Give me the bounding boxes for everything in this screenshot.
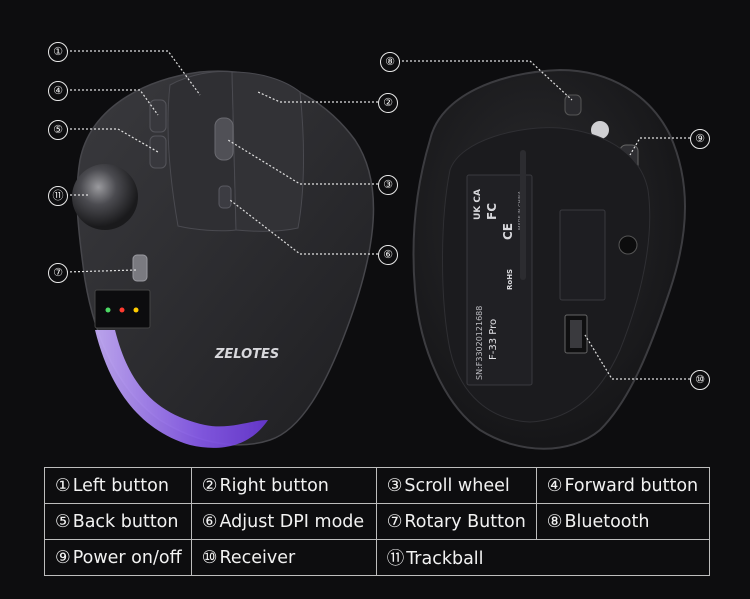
callout-6: ⑥ (378, 245, 398, 265)
cert-fc: FC (485, 203, 499, 220)
callout-8: ⑧ (380, 52, 400, 72)
cert-rohs: RoHS (506, 269, 514, 290)
legend-label: Power on/off (72, 547, 182, 568)
legend-num: ⑪ (386, 549, 405, 569)
legend-num: ⑥ (201, 511, 218, 532)
legend-label: Scroll wheel (404, 475, 510, 496)
leader-lines (65, 50, 690, 380)
rgb-glow-strip (95, 330, 268, 448)
legend-label: Adjust DPI mode (219, 511, 365, 532)
legend-label: Back button (72, 511, 179, 532)
mouse-bottom-view: SN:F33020121688 F-33 Pro CE FC UK CA RoH… (412, 68, 686, 450)
legend-num: ⑦ (386, 511, 403, 532)
scroll-wheel[interactable] (214, 117, 234, 161)
callout-7: ⑦ (48, 263, 68, 283)
legend-label: Right button (219, 475, 329, 496)
callout-1: ① (48, 42, 68, 62)
forward-button[interactable] (149, 99, 167, 133)
legend-label: Rotary Button (404, 511, 526, 532)
legend-label: Trackball (406, 549, 484, 569)
legend-num: ⑤ (55, 511, 71, 532)
dpi-button[interactable] (218, 185, 232, 209)
legend-num: ② (201, 475, 218, 496)
callout-9: ⑨ (690, 129, 710, 149)
trackball[interactable] (72, 164, 138, 230)
bluetooth-button[interactable] (564, 94, 582, 116)
callout-2: ② (378, 93, 398, 113)
callout-10: ⑩ (690, 370, 710, 390)
legend-num: ④ (546, 475, 563, 496)
glide-pad (520, 150, 526, 280)
legend-num: ① (55, 475, 71, 496)
legend-label: Receiver (219, 547, 296, 568)
right-button[interactable] (231, 71, 305, 232)
model-text: F-33 Pro (488, 319, 499, 360)
cert-ukca: UK CA (473, 189, 483, 220)
bluetooth-indicator (591, 121, 609, 139)
legend-label: Forward button (564, 475, 699, 496)
legend-num: ⑩ (201, 547, 218, 568)
cert-ce: CE (501, 223, 515, 240)
product-illustration: ZELOTES SN:F33020121688 F-33 Pro CE FC U… (48, 42, 710, 450)
brand-logo: ZELOTES (214, 347, 279, 362)
callout-4: ④ (48, 81, 68, 101)
dpi-led-green (105, 307, 111, 313)
usb-receiver[interactable] (570, 320, 582, 348)
callout-3: ③ (378, 175, 398, 195)
rotary-button[interactable] (132, 254, 148, 282)
mouse-diagram: ZELOTES SN:F33020121688 F-33 Pro CE FC U… (65, 50, 690, 450)
legend-num: ③ (386, 475, 403, 496)
legend-num: ⑧ (546, 511, 563, 532)
legend-label: Bluetooth (564, 511, 650, 532)
cleaning-instructions (559, 209, 606, 301)
back-button[interactable] (149, 135, 167, 169)
callout-11: ⑪ (48, 186, 68, 206)
dpi-led-red (119, 307, 125, 313)
legend-num: ⑨ (55, 547, 71, 568)
serial-text: SN:F33020121688 (475, 306, 484, 380)
mouse-top-view: ZELOTES (72, 70, 375, 448)
legend-label: Left button (72, 475, 169, 496)
dpi-led-yellow (133, 307, 139, 313)
callout-5: ⑤ (48, 120, 68, 140)
product-label (466, 174, 533, 386)
ball-eject-hole (618, 235, 638, 255)
